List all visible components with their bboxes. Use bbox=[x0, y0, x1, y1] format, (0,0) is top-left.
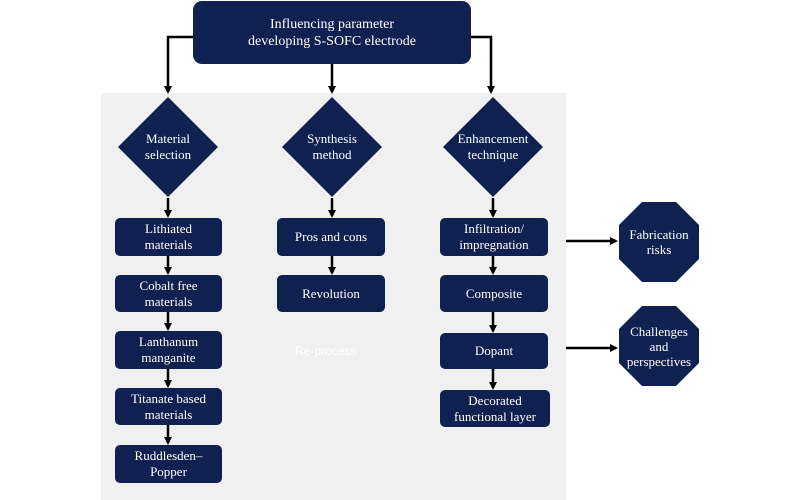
category-label: Material selection bbox=[144, 131, 192, 162]
category-label: Enhancement technique bbox=[457, 131, 529, 162]
item-label: Pros and cons bbox=[294, 229, 368, 244]
octagon-shape bbox=[619, 306, 699, 386]
outcome-challenges-perspectives: Challenges and perspectives bbox=[618, 305, 700, 387]
diamond-shape bbox=[282, 97, 382, 197]
enhancement-item-dopant: Dopant bbox=[440, 333, 548, 369]
item-label: Composite bbox=[465, 285, 523, 301]
outcome-label: Fabrication risks bbox=[629, 227, 689, 257]
synthesis-item-pros-cons: Pros and cons bbox=[277, 218, 385, 256]
octagon-shape bbox=[619, 202, 699, 282]
root-node-label: Influencing parameter developing S-SOFC … bbox=[248, 16, 416, 49]
arrow-root-to-material bbox=[164, 35, 193, 94]
root-node: Influencing parameter developing S-SOFC … bbox=[193, 1, 471, 64]
diamond-shape bbox=[443, 97, 543, 197]
item-label: Cobalt free materials bbox=[139, 277, 198, 309]
arrow-root-to-enhancement bbox=[471, 35, 495, 94]
watermark-text: Re-process bbox=[295, 344, 357, 358]
category-label: Synthesis method bbox=[307, 131, 357, 162]
synthesis-item-revolution: Revolution bbox=[277, 275, 385, 312]
item-label: Dopant bbox=[474, 343, 514, 358]
diamond-shape bbox=[118, 97, 218, 197]
material-item-ruddlesden-popper: Ruddlesden– Popper bbox=[115, 445, 222, 483]
material-item-cobalt-free: Cobalt free materials bbox=[115, 275, 222, 312]
enhancement-item-infiltration: Infiltration/ impregnation bbox=[440, 218, 548, 256]
material-item-titanate: Titanate based materials bbox=[115, 388, 222, 425]
item-label: Lithiated materials bbox=[144, 221, 193, 252]
category-synthesis-method: Synthesis method bbox=[280, 95, 384, 199]
material-item-lanthanum-manganite: Lanthanum manganite bbox=[115, 331, 222, 369]
item-label: Revolution bbox=[302, 285, 360, 301]
item-label: Infiltration/ impregnation bbox=[459, 221, 529, 252]
category-enhancement-technique: Enhancement technique bbox=[441, 95, 545, 199]
item-label: Decorated functional layer bbox=[454, 392, 536, 424]
category-material-selection: Material selection bbox=[116, 95, 220, 199]
outcome-fabrication-risks: Fabrication risks bbox=[618, 201, 700, 283]
item-label: Lanthanum manganite bbox=[138, 334, 199, 365]
outcome-label: Challenges and perspectives bbox=[626, 323, 692, 369]
item-label: Ruddlesden– Popper bbox=[134, 448, 203, 479]
enhancement-item-composite: Composite bbox=[440, 275, 548, 312]
enhancement-item-decorated-layer: Decorated functional layer bbox=[440, 390, 550, 427]
item-label: Titanate based materials bbox=[131, 390, 206, 422]
material-item-lithiated: Lithiated materials bbox=[115, 218, 222, 256]
